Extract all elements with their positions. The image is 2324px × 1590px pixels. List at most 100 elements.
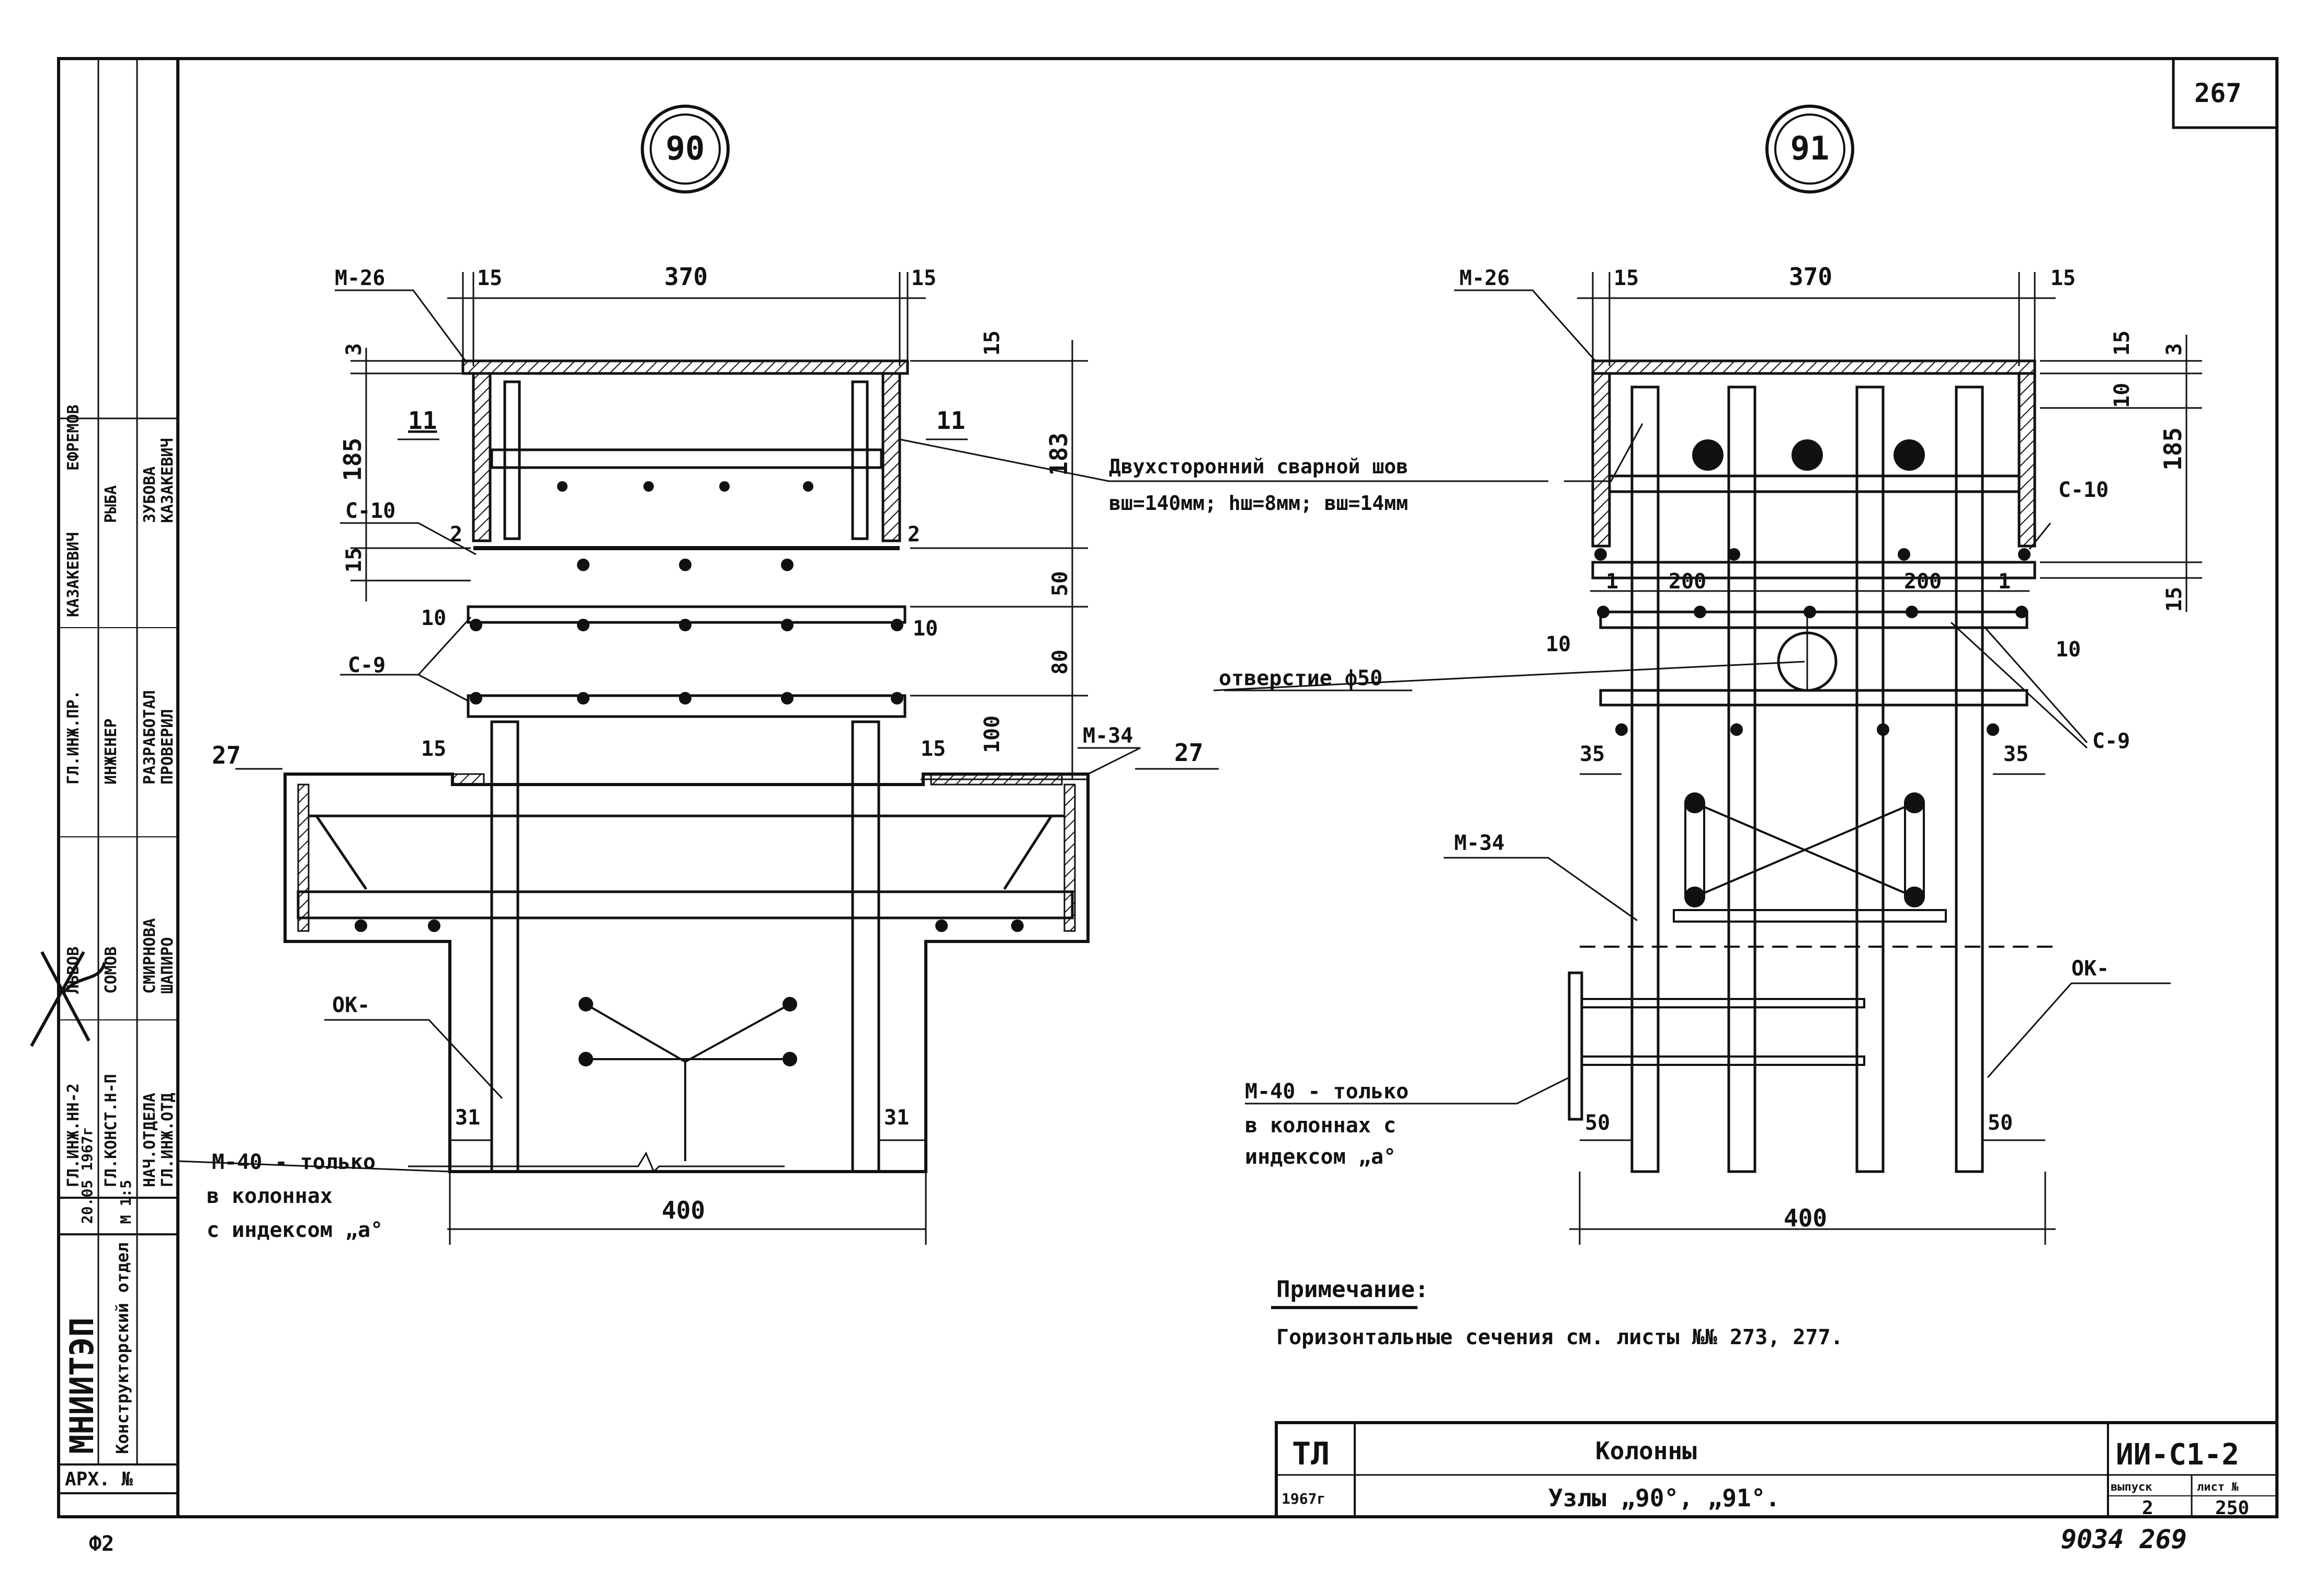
n91-dim-h15b: 15 (2162, 587, 2186, 612)
n91-w200a: 200 (1669, 570, 1706, 594)
n90-dim-lg: 15 (477, 266, 502, 290)
stamp-role-8: ПРОВЕРИЛ (158, 709, 177, 785)
remark-header: Примечание: (1276, 1276, 1429, 1303)
n90-g15a: 15 (421, 737, 446, 761)
n90-dim-h185: 185 (338, 438, 367, 481)
n90-dim-top: 370 (664, 263, 708, 291)
weld-note-line1: Двухсторонний сварной шов (1109, 455, 1408, 478)
n91-dim-h185: 185 (2159, 427, 2187, 471)
stamp-org: МНИИТЭП (63, 1318, 101, 1454)
stamp-name-3: СМИРНОВА (141, 918, 159, 994)
n91-g1a: 1 (1606, 570, 1618, 594)
n91-dim-h3: 3 (2162, 343, 2186, 356)
node-91-circle (1765, 105, 1854, 194)
title-line1: Колонны (1595, 1437, 1697, 1465)
stamp-role-2: ГЛ.КОНСТ.Н-П (102, 1074, 120, 1187)
n91-c10: С-10 (2058, 478, 2108, 502)
n91-dim-top: 370 (1789, 263, 1832, 291)
node-90-label: 90 (666, 129, 705, 167)
n91-g1b: 1 (1998, 570, 2011, 594)
n90-ok: ОК- (332, 993, 370, 1017)
side-stamp: АРХ. № МНИИТЭП Конструкторский отдел 20.… (30, 57, 179, 1518)
stamp-role-4: ГЛ.ИНЖ.ОТД (158, 1093, 177, 1187)
title-code: ИИ-С1-2 (2116, 1438, 2239, 1472)
node-90-circle (641, 105, 730, 194)
n91-g35b: 35 (2003, 742, 2028, 766)
stamp-role-1: ГЛ.ИНЖ.НН-2 (64, 1083, 83, 1187)
weld-note-line2: вш=140мм; hш=8мм; вш=14мм (1109, 492, 1408, 515)
n91-dim-rg: 15 (2050, 266, 2076, 290)
n91-c9: С-9 (2092, 729, 2130, 753)
n90-g2a: 2 (450, 523, 462, 547)
weld-note: Двухсторонний сварной шов вш=140мм; hш=8… (899, 438, 1548, 515)
stamp-archive: АРХ. № (65, 1469, 133, 1490)
n90-g10b: 10 (913, 617, 938, 641)
n91-m40-line3: индексом „а° (1245, 1145, 1396, 1169)
n90-m40-line1: М-40 - только (212, 1150, 376, 1174)
n91-dim-h10: 10 (2110, 383, 2134, 408)
stamp-name-4: ШАПИРО (158, 937, 177, 994)
n91-g10a: 10 (1546, 632, 1571, 656)
n90-dim-h50: 50 (1048, 571, 1072, 596)
n90-g31a: 31 (455, 1106, 480, 1130)
title-block: ТЛ 1967г Колонны Узлы „90°, „91°. ИИ-С1-… (1275, 1421, 2278, 1519)
n91-m34: М-34 (1454, 831, 1504, 855)
title-issue-header: выпуск (2111, 1481, 2152, 1494)
n90-m40-line3: с индексом „а° (207, 1218, 383, 1242)
node-90-drawing: 90 (177, 105, 1219, 1245)
bottom-right-handwritten: 9034 269 (2061, 1524, 2187, 1554)
n91-g50a: 50 (1585, 1111, 1610, 1135)
title-year: 1967г (1282, 1490, 1325, 1507)
stamp-name-2: СОМОВ (102, 947, 120, 994)
n90-sec11b: 11 (936, 406, 965, 435)
n90-m34: М-34 (1083, 724, 1133, 748)
bottom-left-mark: Ф2 (89, 1532, 114, 1556)
n90-dim-h15b: 15 (980, 331, 1004, 356)
n91-dim-bottom: 400 (1784, 1204, 1827, 1232)
n91-g10b: 10 (2056, 638, 2081, 662)
n91-hole: отверстие ф50 (1219, 666, 1382, 690)
title-series: ТЛ (1292, 1436, 1330, 1472)
n90-dim-h80: 80 (1048, 650, 1072, 675)
n91-g35a: 35 (1580, 742, 1605, 766)
n91-m26: М-26 (1459, 266, 1510, 290)
n91-ok: ОК- (2071, 957, 2109, 981)
sheet-number-top: 267 (2194, 78, 2241, 108)
n91-dim-lg: 15 (1614, 266, 1639, 290)
n90-m40-line2: в колоннах (207, 1184, 333, 1208)
sheet-number-box: 267 (2172, 57, 2278, 129)
n91-m40-line1: М-40 - только (1245, 1080, 1409, 1104)
stamp-name-6: РЫБА (102, 485, 120, 523)
n90-g15b: 15 (921, 737, 946, 761)
n90-g2b: 2 (908, 523, 920, 547)
title-sheet-value: 250 (2215, 1497, 2249, 1519)
stamp-role-7: РАЗРАБОТАЛ (141, 690, 159, 785)
n91-m40-line2: в колоннах с (1245, 1114, 1396, 1138)
n90-g10a: 10 (421, 606, 446, 630)
node-91-drawing: 91 (1213, 105, 2202, 1245)
stamp-name-8: КАЗАКЕВИЧ (158, 438, 177, 523)
remark-block: Примечание: Горизонтальные сечения см. л… (1271, 1276, 1843, 1349)
signature-mark (30, 951, 106, 1047)
n90-c9: С-9 (348, 653, 386, 677)
title-sheet-header: лист № (2197, 1481, 2239, 1494)
stamp-name-7: ЗУБОВА (141, 467, 159, 523)
remark-text: Горизонтальные сечения см. листы №№ 273,… (1276, 1325, 1843, 1349)
n90-sec27a: 27 (212, 741, 241, 769)
n90-dim-h100: 100 (980, 716, 1004, 753)
n90-sec11a: 11 (408, 406, 437, 435)
n90-m26: М-26 (335, 266, 385, 290)
stamp-role-3: НАЧ.ОТДЕЛА (141, 1093, 159, 1187)
n90-dim-bottom: 400 (662, 1196, 705, 1224)
n91-g50b: 50 (1988, 1111, 2013, 1135)
n90-dim-h15: 15 (342, 548, 366, 573)
stamp-scale: М 1:5 (117, 1180, 134, 1224)
stamp-name-5: КАЗАКЕВИЧ (64, 532, 83, 617)
n90-sec27b: 27 (1174, 739, 1203, 767)
n91-dim-h15: 15 (2110, 331, 2134, 356)
n90-c10: С-10 (345, 499, 395, 523)
n90-g31b: 31 (884, 1106, 909, 1130)
stamp-dept: Конструкторский отдел (112, 1242, 132, 1454)
title-line2: Узлы „90°, „91°. (1548, 1484, 1780, 1512)
